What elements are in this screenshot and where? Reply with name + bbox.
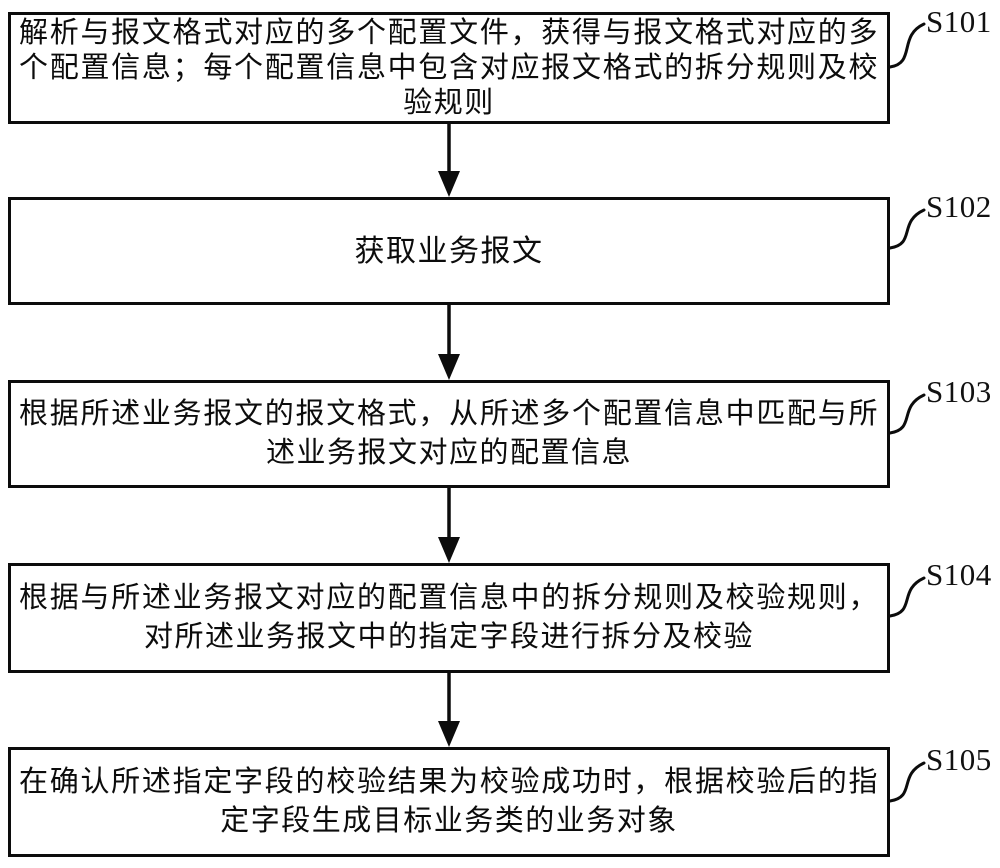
step-label-s101: S101 [926,4,992,39]
leader-line-s102 [888,208,926,250]
step-label-s104: S104 [926,557,992,592]
step-label-s103: S103 [926,374,992,409]
arrow-connector-3-head [438,537,460,563]
step-s101-text-line-2: 个配置信息；每个配置信息中包含对应报文格式的拆分规则及校 [19,51,879,84]
step-s104-text-line-1: 根据与所述业务报文对应的配置信息中的拆分规则及校验规则， [19,582,879,614]
arrow-connector-1-head [438,171,460,197]
arrow-connector-4-head [438,721,460,747]
flow-step-box-s104: 根据与所述业务报文对应的配置信息中的拆分规则及校验规则， 对所述业务报文中的指定… [8,563,890,673]
flow-step-box-s103: 根据所述业务报文的报文格式，从所述多个配置信息中匹配与所 述业务报文对应的配置信… [8,380,890,488]
leader-line-s103 [888,393,926,435]
step-s102-text-line-1: 获取业务报文 [354,234,544,268]
step-s105-text-line-2: 定字段生成目标业务类的业务对象 [220,805,678,837]
flow-step-box-s105: 在确认所述指定字段的校验结果为校验成功时，根据校验后的指 定字段生成目标业务类的… [8,747,890,857]
step-s101-text-line-1: 解析与报文格式对应的多个配置文件，获得与报文格式对应的多 [19,16,879,49]
step-label-s102: S102 [926,189,992,224]
step-s103-text-line-1: 根据所述业务报文的报文格式，从所述多个配置信息中匹配与所 [19,398,879,430]
flow-step-box-s102: 获取业务报文 [8,197,890,305]
step-s101-text-line-3: 验规则 [403,86,495,119]
step-s105-text-line-1: 在确认所述指定字段的校验结果为校验成功时，根据校验后的指 [19,766,879,798]
step-s104-text-line-2: 对所述业务报文中的指定字段进行拆分及校验 [143,621,754,653]
arrow-connector-2-head [438,354,460,380]
step-label-s105: S105 [926,742,992,777]
flow-step-box-s101: 解析与报文格式对应的多个配置文件，获得与报文格式对应的多 个配置信息；每个配置信… [8,12,890,124]
leader-line-s101 [888,22,926,69]
leader-line-s104 [888,576,926,618]
step-s103-text-line-2: 述业务报文对应的配置信息 [265,437,632,469]
leader-line-s105 [888,761,926,803]
